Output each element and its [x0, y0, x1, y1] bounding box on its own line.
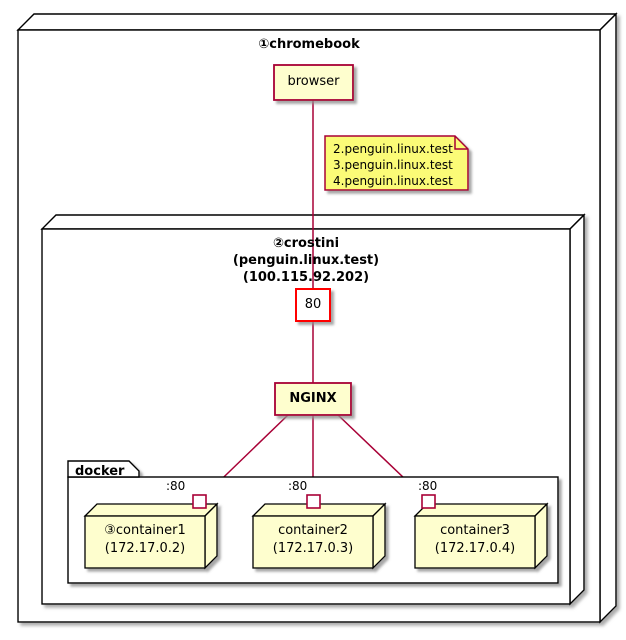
component-nginx-label[interactable]: NGINX — [289, 391, 337, 406]
note-shape — [324, 135, 469, 191]
node-crostini-title-line1: ②crostini — [272, 236, 340, 251]
container1-name: ③container1 — [104, 523, 186, 538]
note-line-3: 4.penguin.linux.test — [333, 174, 453, 188]
container1-port-label: :80 — [166, 479, 186, 493]
container-3-shape — [413, 502, 549, 570]
component-nginx-shape[interactable] — [274, 382, 352, 416]
component-browser-label[interactable]: browser — [287, 74, 340, 89]
note-line-2: 3.penguin.linux.test — [333, 158, 453, 172]
node-crostini-title-line2: (penguin.linux.test) — [232, 253, 380, 268]
container1-ip: (172.17.0.2) — [104, 541, 186, 556]
port-box-80-label: 80 — [304, 297, 322, 312]
container-2-shape — [251, 502, 387, 570]
port-square-container1 — [192, 494, 207, 509]
port-square-container3 — [421, 494, 436, 509]
node-chromebook-title: ①chromebook — [258, 37, 360, 52]
container3-port-label: :80 — [418, 479, 438, 493]
node-crostini-title-line3: (100.115.92.202) — [242, 270, 370, 285]
container2-name: container2 — [278, 523, 348, 538]
note-line-1: 2.penguin.linux.test — [333, 142, 453, 156]
component-browser-shape[interactable] — [273, 64, 354, 101]
container2-ip: (172.17.0.3) — [272, 541, 354, 556]
container-1-shape — [83, 502, 219, 570]
port-square-container2 — [306, 494, 321, 509]
container3-name: container3 — [440, 523, 510, 538]
port-box-80-shape — [295, 288, 331, 322]
package-docker-label: docker — [75, 464, 125, 479]
container3-ip: (172.17.0.4) — [434, 541, 516, 556]
container2-port-label: :80 — [288, 479, 308, 493]
